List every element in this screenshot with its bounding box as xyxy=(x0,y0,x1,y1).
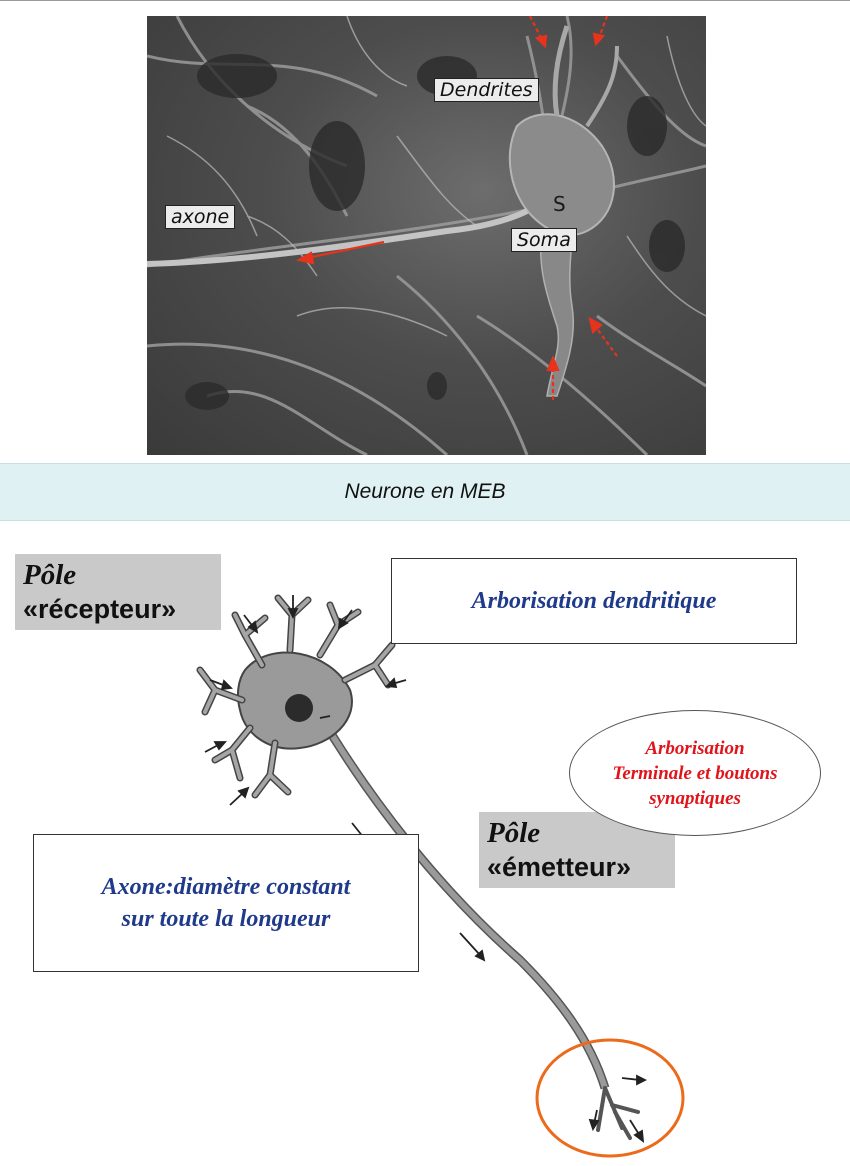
arborisation-dendritique-box: Arborisation dendritique xyxy=(391,558,797,644)
soma-label: Soma xyxy=(511,228,577,252)
pole-emetteur-line2: «émetteur» xyxy=(487,852,632,882)
top-divider xyxy=(0,0,850,1)
arborisation-dendritique-text: Arborisation dendritique xyxy=(471,587,717,614)
terminale-line3: synaptiques xyxy=(649,787,741,809)
axone-description-box: Axone:diamètre constant sur toute la lon… xyxy=(33,834,419,972)
axone-label: axone xyxy=(165,205,236,229)
neuron-schematic xyxy=(196,594,685,1158)
pole-emetteur-line1: Pôle xyxy=(487,817,541,849)
axone-description-line2: sur toute la longueur xyxy=(121,906,331,932)
photo-caption-band: Neurone en MEB xyxy=(0,463,850,521)
sem-photo-art xyxy=(147,16,706,455)
axone-description-line1: Axone:diamètre constant xyxy=(101,874,351,900)
terminale-line1: Arborisation xyxy=(645,737,745,759)
terminale-line2: Terminale et boutons xyxy=(612,762,778,784)
pole-recepteur-line1: Pôle xyxy=(23,559,77,591)
soma-s-mark: S xyxy=(553,192,566,216)
arborisation-terminale-ellipse: Arborisation Terminale et boutons synapt… xyxy=(569,710,821,836)
dendrites-label: Dendrites xyxy=(434,78,539,102)
neuron-sem-photo: Dendrites axone Soma S xyxy=(147,16,706,455)
pole-recepteur-label: Pôle «récepteur» xyxy=(15,554,221,630)
pole-recepteur-line2: «récepteur» xyxy=(23,594,177,624)
photo-caption: Neurone en MEB xyxy=(344,480,506,503)
